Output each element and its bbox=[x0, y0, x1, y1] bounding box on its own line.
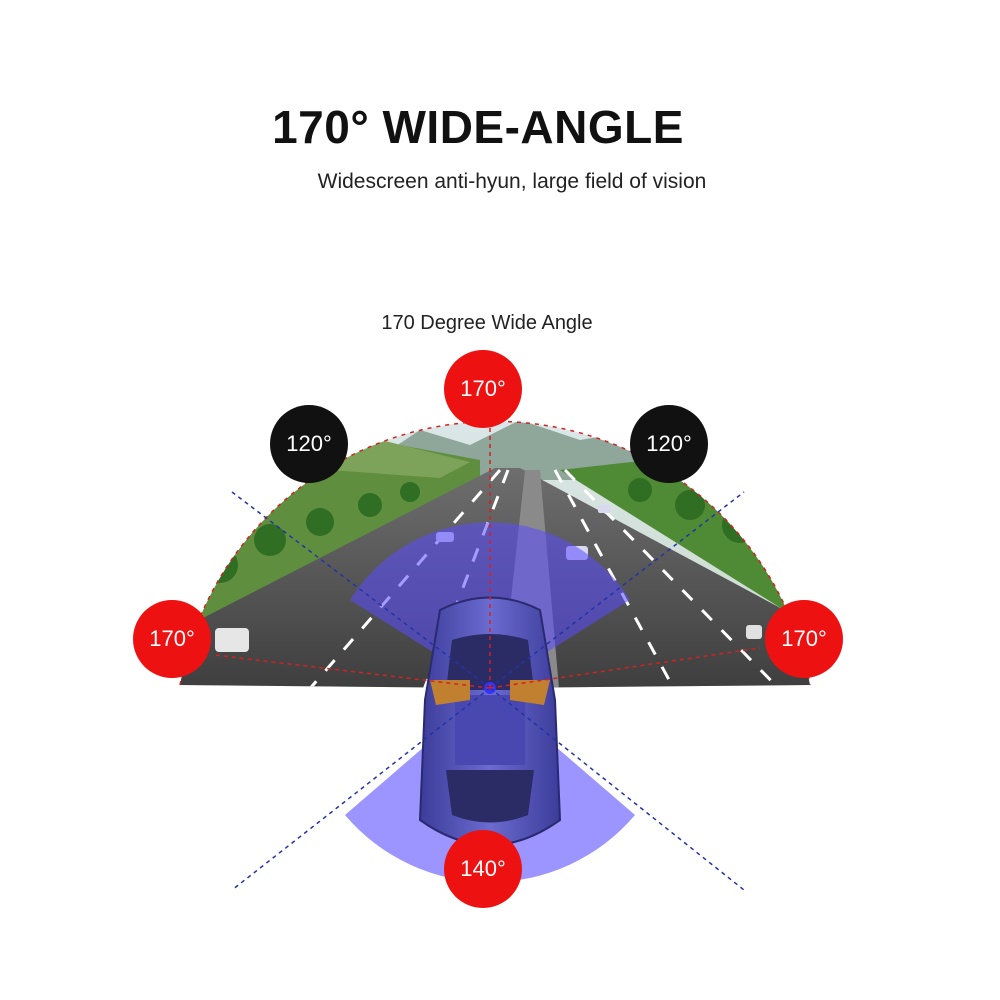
headline: 170° WIDE-ANGLE bbox=[272, 101, 684, 153]
badge-left-170: 170° bbox=[133, 600, 211, 678]
red-angle-lines bbox=[214, 400, 761, 689]
badge-left-120: 120° bbox=[270, 405, 348, 483]
badge-top-170: 170° bbox=[444, 350, 522, 428]
subheadline: Widescreen anti-hyun, large field of vis… bbox=[317, 170, 707, 193]
badge-right-120: 120° bbox=[630, 405, 708, 483]
car bbox=[418, 596, 562, 846]
diagram-caption: 170 Degree Wide Angle bbox=[381, 312, 593, 334]
badge-right-170: 170° bbox=[765, 600, 843, 678]
badge-rear-140: 140° bbox=[444, 830, 522, 908]
outer-fov-arc bbox=[179, 420, 811, 686]
angle-lines bbox=[231, 491, 745, 891]
